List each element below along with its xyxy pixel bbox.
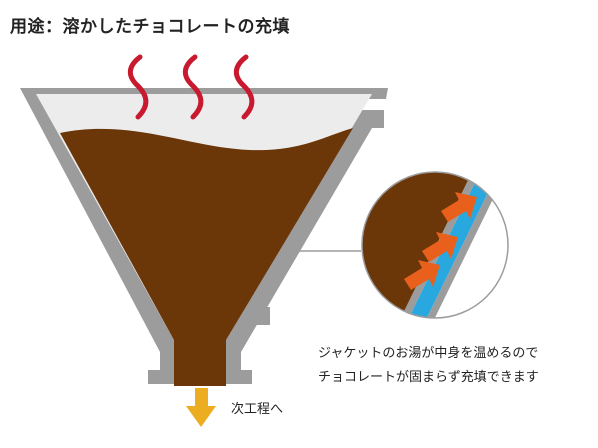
diagram-title: 用途：溶かしたチョコレートの充填: [10, 17, 290, 37]
next-step-label: 次工程へ: [231, 402, 284, 417]
zoom-detail: [362, 172, 508, 318]
caption-line-2: チョコレートが固まらず充填できます: [318, 370, 539, 385]
zoom-circle-outline: [361, 171, 509, 319]
caption: ジャケットのお湯が中身を温めるので チョコレートが固まらず充填できます: [318, 342, 539, 390]
hopper-flange-right: [300, 211, 314, 219]
zoom-wall-outer: [421, 172, 508, 318]
zoom-chocolate: [362, 172, 478, 318]
down-arrow-icon: [186, 388, 216, 427]
hopper-lug-right: [246, 307, 270, 325]
heat-arrow-icon: [404, 192, 477, 290]
hopper-flange-left: [90, 211, 104, 219]
chocolate-fill: [60, 128, 353, 386]
steam-icon: [127, 54, 255, 120]
caption-line-1: ジャケットのお湯が中身を温めるので: [318, 346, 539, 361]
